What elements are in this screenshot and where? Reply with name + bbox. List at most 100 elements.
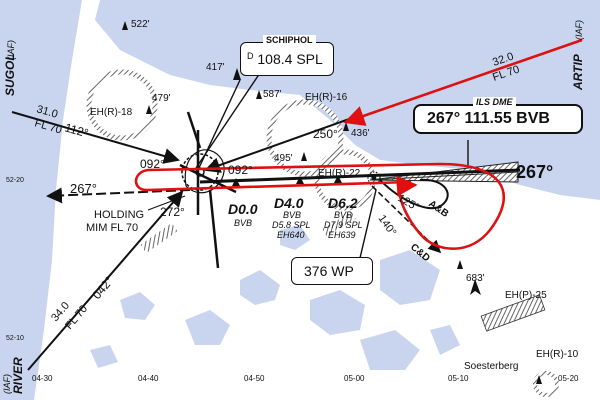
dme1-dist: D4.0 bbox=[274, 195, 304, 211]
obstacle-479-symbol bbox=[146, 105, 152, 114]
dme0-sub: BVB bbox=[234, 218, 252, 228]
obstacle-436-symbol bbox=[343, 122, 349, 131]
zone-ehr10 bbox=[533, 371, 559, 397]
lat-5210: 52-10 bbox=[6, 335, 24, 342]
zone-ehr18 bbox=[86, 69, 158, 141]
holding-line2: MIM FL 70 bbox=[86, 222, 138, 234]
obstacle-495-symbol bbox=[301, 152, 307, 161]
lake-1 bbox=[240, 270, 280, 305]
zone-ehr18-label: EH(R)-18 bbox=[90, 107, 133, 118]
obstacle-436: 436' bbox=[351, 128, 370, 139]
obstacle-479: 479' bbox=[152, 93, 171, 104]
obstacle-417-symbol bbox=[233, 68, 241, 80]
lake-7 bbox=[430, 325, 460, 355]
airway-250 bbox=[204, 117, 353, 173]
zone-ehr10-label: EH(R)-10 bbox=[536, 349, 579, 360]
cd-track bbox=[371, 185, 442, 254]
route-main-track bbox=[134, 162, 506, 250]
north-arrow-icon bbox=[470, 279, 481, 295]
airway-river bbox=[27, 190, 184, 371]
obstacle-587-symbol bbox=[256, 90, 262, 99]
ils-navaid-box: ILS DME 267° 111.55 BVB bbox=[413, 97, 583, 134]
dme2-sub3: EH639 bbox=[328, 230, 356, 240]
course-092-b: 092° bbox=[228, 163, 253, 177]
lake-3 bbox=[380, 250, 440, 305]
schiphol-ident: SPL bbox=[296, 51, 323, 67]
schiphol-title: SCHIPHOL bbox=[263, 35, 316, 45]
sugol-distance: 31.0 bbox=[35, 103, 59, 120]
ijsselmeer bbox=[95, 0, 600, 200]
dme-fix-markers bbox=[232, 175, 342, 186]
lake-4 bbox=[360, 330, 420, 370]
fix-artip-tag: (IAF) bbox=[574, 20, 584, 40]
schiphol-freq: 108.4 bbox=[257, 51, 293, 67]
lat-5220: 52-20 bbox=[6, 177, 24, 184]
dme1-sub2: D5.8 SPL bbox=[272, 220, 311, 230]
dme0-dist: D0.0 bbox=[228, 201, 258, 217]
zone-ehp25-label: EH(P)-25 bbox=[505, 290, 547, 301]
obstacle-522: 522' bbox=[131, 19, 150, 30]
lake-5 bbox=[185, 310, 230, 345]
zone-ehr16 bbox=[266, 99, 344, 177]
lon-0520: 05-20 bbox=[558, 374, 579, 383]
lon-0500: 05-00 bbox=[344, 374, 365, 383]
wp-ident: WP bbox=[331, 263, 354, 279]
wp-freq-line: 376 WP bbox=[304, 263, 354, 279]
flight-path bbox=[134, 38, 583, 250]
hatched-block-b bbox=[322, 212, 356, 236]
ils-freq: 111.55 bbox=[464, 110, 512, 127]
lon-0510: 05-10 bbox=[448, 374, 469, 383]
airway-sugol bbox=[11, 111, 180, 164]
river-course: 042° bbox=[90, 274, 117, 302]
fix-river: RIVER bbox=[11, 357, 25, 394]
wp-navaid-box: 376 WP bbox=[291, 257, 373, 285]
airway-outbound-267 bbox=[46, 187, 191, 204]
course-272: 272° bbox=[160, 205, 185, 219]
obstacle-markers bbox=[122, 21, 542, 384]
course-125: 125° bbox=[396, 192, 422, 214]
zone-ehr22-label: EH(R)-22 bbox=[318, 168, 361, 179]
north-sea bbox=[0, 0, 82, 400]
dme2-sub: BVB bbox=[334, 210, 352, 220]
course-250: 250° bbox=[313, 127, 338, 141]
dme2-sub2: D7.9 SPL bbox=[324, 220, 363, 230]
fix-artip: ARTIP bbox=[571, 53, 585, 91]
dme2-dist: D6.2 bbox=[328, 195, 358, 211]
schiphol-prefix: D bbox=[247, 51, 254, 61]
wp-leader bbox=[359, 189, 377, 259]
course-140: 140° bbox=[376, 213, 399, 239]
obstacle-683-symbol bbox=[457, 260, 463, 269]
place-soesterberg: Soesterberg bbox=[464, 361, 518, 372]
obstacle-495: 495' bbox=[274, 153, 293, 164]
runway-centerline bbox=[199, 168, 521, 184]
hatched-block-a bbox=[140, 223, 178, 253]
spl-vor-compass bbox=[181, 153, 219, 191]
runway-course: 267° bbox=[516, 162, 553, 182]
course-092-a: 092° bbox=[140, 157, 165, 171]
holding-leader bbox=[147, 195, 186, 211]
sugol-course: 112° bbox=[63, 120, 90, 140]
lake-6 bbox=[120, 292, 155, 320]
schiphol-navaid-box: SCHIPHOL D 108.4 SPL bbox=[240, 35, 334, 76]
schiphol-freq-line: D 108.4 SPL bbox=[247, 51, 323, 67]
lake-9 bbox=[90, 345, 118, 368]
spl-radial-2 bbox=[197, 79, 241, 171]
obstacle-ehp25-symbol bbox=[536, 375, 542, 384]
lon-0450: 04-50 bbox=[244, 374, 265, 383]
obstacle-683: 683' bbox=[466, 273, 485, 284]
fix-river-tag: (IAF) bbox=[2, 374, 12, 394]
fix-sugol-tag: (IAF) bbox=[6, 40, 16, 60]
lake-2 bbox=[310, 290, 365, 335]
ils-freq-line: 267° 111.55 BVB bbox=[427, 110, 550, 128]
obstacle-587: 587' bbox=[263, 89, 282, 100]
obstacle-522-symbol bbox=[122, 21, 128, 30]
fix-sugol: SUGOL bbox=[3, 53, 17, 96]
obstacle-417: 417' bbox=[206, 62, 225, 73]
restricted-zones bbox=[86, 69, 559, 397]
chart-labels: 522' 417' 587' 479' 436' 495' 683' EH(R)… bbox=[2, 19, 585, 394]
route-artip-inbound bbox=[343, 38, 583, 126]
transition-ab: A&B bbox=[426, 198, 450, 219]
